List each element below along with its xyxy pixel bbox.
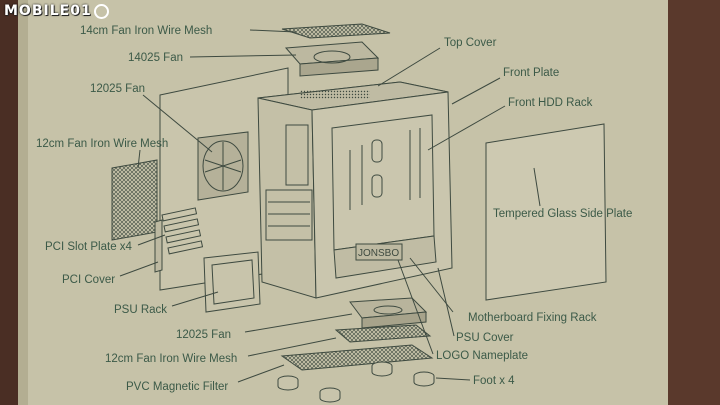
nameplate-text: JONSBO xyxy=(358,248,399,259)
label-fan-14025: 14025 Fan xyxy=(128,52,183,64)
hdd-slots xyxy=(268,201,310,227)
label-mesh-12cm-bottom: 12cm Fan Iron Wire Mesh xyxy=(105,353,237,365)
psu-rack-frame xyxy=(203,251,261,313)
label-psu-cover: PSU Cover xyxy=(456,332,514,344)
logo-nameplate-plate xyxy=(355,243,403,261)
top-vent xyxy=(300,90,370,99)
bottom-wire-mesh-12cm xyxy=(334,324,432,343)
pvc-magnetic-filter xyxy=(280,344,434,371)
top-fan-14025-hub xyxy=(313,50,351,64)
label-pci-cover: PCI Cover xyxy=(62,274,115,286)
label-fan-12025-side: 12025 Fan xyxy=(90,83,145,95)
box-edge-shadow xyxy=(18,0,28,405)
label-psu-rack: PSU Rack xyxy=(114,304,167,316)
cable-hole-2 xyxy=(371,174,383,198)
front-opening xyxy=(285,124,309,186)
side-fan-12025-blades xyxy=(204,142,242,190)
mobile01-logo-icon xyxy=(93,4,109,19)
label-tempered-glass: Tempered Glass Side Plate xyxy=(493,208,632,220)
label-mesh-top: 14cm Fan Iron Wire Mesh xyxy=(80,25,212,37)
tempered-glass-plate xyxy=(485,123,607,301)
chassis-body: JONSBO xyxy=(257,81,453,299)
pci-cover xyxy=(154,219,163,273)
label-logo-nameplate: LOGO Nameplate xyxy=(436,350,528,362)
diagram-drawing: JONSBO xyxy=(111,23,607,403)
psu-rack-opening xyxy=(211,259,255,305)
side-fan-12025-hub xyxy=(202,140,244,192)
feet xyxy=(277,361,435,403)
bottom-fan-12025-side xyxy=(361,311,427,329)
label-fan-12025-bottom: 12025 Fan xyxy=(176,329,231,341)
mobile01-watermark: MOBILE01 xyxy=(4,3,109,19)
label-pvc-filter: PVC Magnetic Filter xyxy=(126,381,228,393)
cable-hole-1 xyxy=(371,139,383,163)
label-pci-slot-plate: PCI Slot Plate x4 xyxy=(45,241,133,253)
part-labels: 14cm Fan Iron Wire Mesh 14025 Fan Top Co… xyxy=(36,25,632,393)
label-mesh-12cm-side: 12cm Fan Iron Wire Mesh xyxy=(36,138,168,150)
label-top-cover: Top Cover xyxy=(444,37,497,49)
chassis-left-face xyxy=(257,97,317,299)
top-fan-14025-side xyxy=(299,57,379,77)
bottom-fan-hub xyxy=(373,305,403,315)
pci-slot-plates xyxy=(161,207,204,255)
tray-cutouts xyxy=(349,128,421,210)
label-motherboard-rack: Motherboard Fixing Rack xyxy=(468,312,597,324)
label-front-hdd-rack: Front HDD Rack xyxy=(508,97,593,109)
leader-lines xyxy=(119,29,541,383)
watermark-text: MOBILE01 xyxy=(4,3,92,19)
side-wire-mesh-12cm xyxy=(111,159,158,241)
label-foot: Foot x 4 xyxy=(473,375,515,387)
top-wire-mesh xyxy=(281,23,391,39)
sofa-highlight xyxy=(660,0,720,405)
hdd-cage xyxy=(265,189,313,241)
label-front-plate: Front Plate xyxy=(503,67,559,79)
